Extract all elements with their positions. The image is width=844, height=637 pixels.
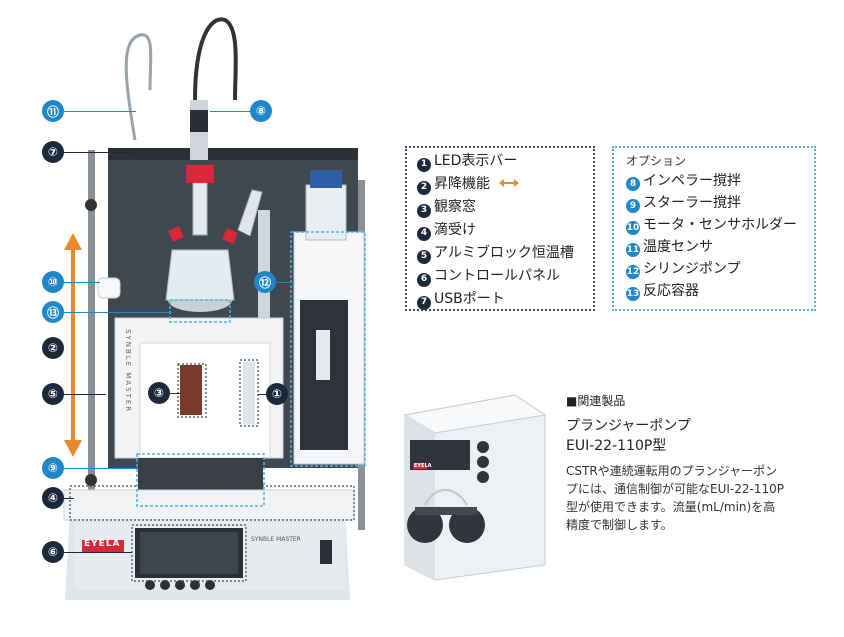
number-badge: 13 — [626, 287, 640, 301]
lift-arrow-icon — [499, 179, 520, 187]
option-label: シリンジポンプ — [643, 261, 741, 277]
part-label: コントロールパネル — [434, 268, 560, 284]
number-badge: 11 — [626, 243, 640, 257]
related-description: CSTRや連続運転用のプランジャーポン プには、通信制御が可能なEUI-22-1… — [566, 462, 836, 534]
callout-10: ⑩ — [42, 271, 64, 293]
part-label: 観察窓 — [434, 199, 476, 215]
related-desc-line: プには、通信制御が可能なEUI-22-110P — [566, 482, 784, 496]
related-heading: ■関連製品 — [566, 394, 626, 408]
apparatus-drawing — [63, 17, 366, 600]
side-label: SYNBLE MASTER — [124, 329, 132, 414]
callout-6: ⑥ — [42, 541, 64, 563]
number-badge: 7 — [417, 295, 431, 310]
pump-drawing — [403, 394, 547, 581]
callout-13: ⑬ — [42, 301, 64, 323]
pump-illustration: EYELA — [395, 385, 555, 585]
number-badge: 1 — [417, 157, 431, 172]
panel-label: SYNBLE MASTER — [251, 536, 301, 543]
number-badge: 4 — [417, 226, 431, 241]
option-label: モータ・センサホルダー — [643, 217, 797, 233]
related-model: EUI-22-110P型 — [566, 438, 667, 454]
number-badge: 6 — [417, 272, 431, 287]
part-label: アルミブロック恒温槽 — [434, 245, 574, 261]
number-badge: 5 — [417, 249, 431, 264]
part-label: USBポート — [434, 291, 505, 307]
number-badge: 12 — [626, 265, 640, 279]
related-product: ■関連製品 プランジャーポンプ EUI-22-110P型 CSTRや連続運転用の… — [566, 392, 836, 534]
options-title: オプション — [626, 154, 687, 168]
callout-5: ⑤ — [42, 383, 64, 405]
callout-11: ⑪ — [42, 100, 64, 122]
number-badge: 8 — [626, 177, 640, 191]
option-label: 反応容器 — [643, 283, 699, 299]
brand-logo: EYELA — [84, 539, 121, 549]
callout-12: ⑫ — [254, 271, 276, 293]
related-desc-line: 型が使用できます。流量(mL/min)を高 — [566, 500, 776, 514]
number-badge: 3 — [417, 203, 431, 218]
related-desc-line: 精度で制御します。 — [566, 518, 673, 532]
part-label: 滴受け — [434, 222, 476, 238]
callout-1: ① — [266, 383, 288, 405]
callout-8: ⑧ — [250, 100, 272, 122]
pump-brand-logo: EYELA — [414, 463, 432, 469]
number-badge: 9 — [626, 199, 640, 213]
part-label: LED表示バー — [434, 153, 518, 169]
callout-2: ② — [42, 337, 64, 359]
option-label: スターラー撹拌 — [643, 195, 741, 211]
related-product-name: プランジャーポンプ — [566, 418, 691, 434]
apparatus-illustration: EYELA SYNBLE MASTER SYNBLE MASTER ⑪ ⑧ ⑦ … — [0, 0, 400, 633]
number-badge: 2 — [417, 180, 431, 195]
related-desc-line: CSTRや連続運転用のプランジャーポン — [566, 464, 778, 478]
callout-7: ⑦ — [42, 141, 64, 163]
callout-9: ⑨ — [42, 457, 64, 479]
number-badge: 10 — [626, 221, 640, 235]
callout-3: ③ — [148, 382, 170, 404]
option-label: 温度センサ — [643, 239, 713, 255]
callout-4: ④ — [42, 487, 64, 509]
option-label: インペラー撹拌 — [643, 173, 741, 189]
part-label: 昇降機能 — [434, 176, 490, 192]
